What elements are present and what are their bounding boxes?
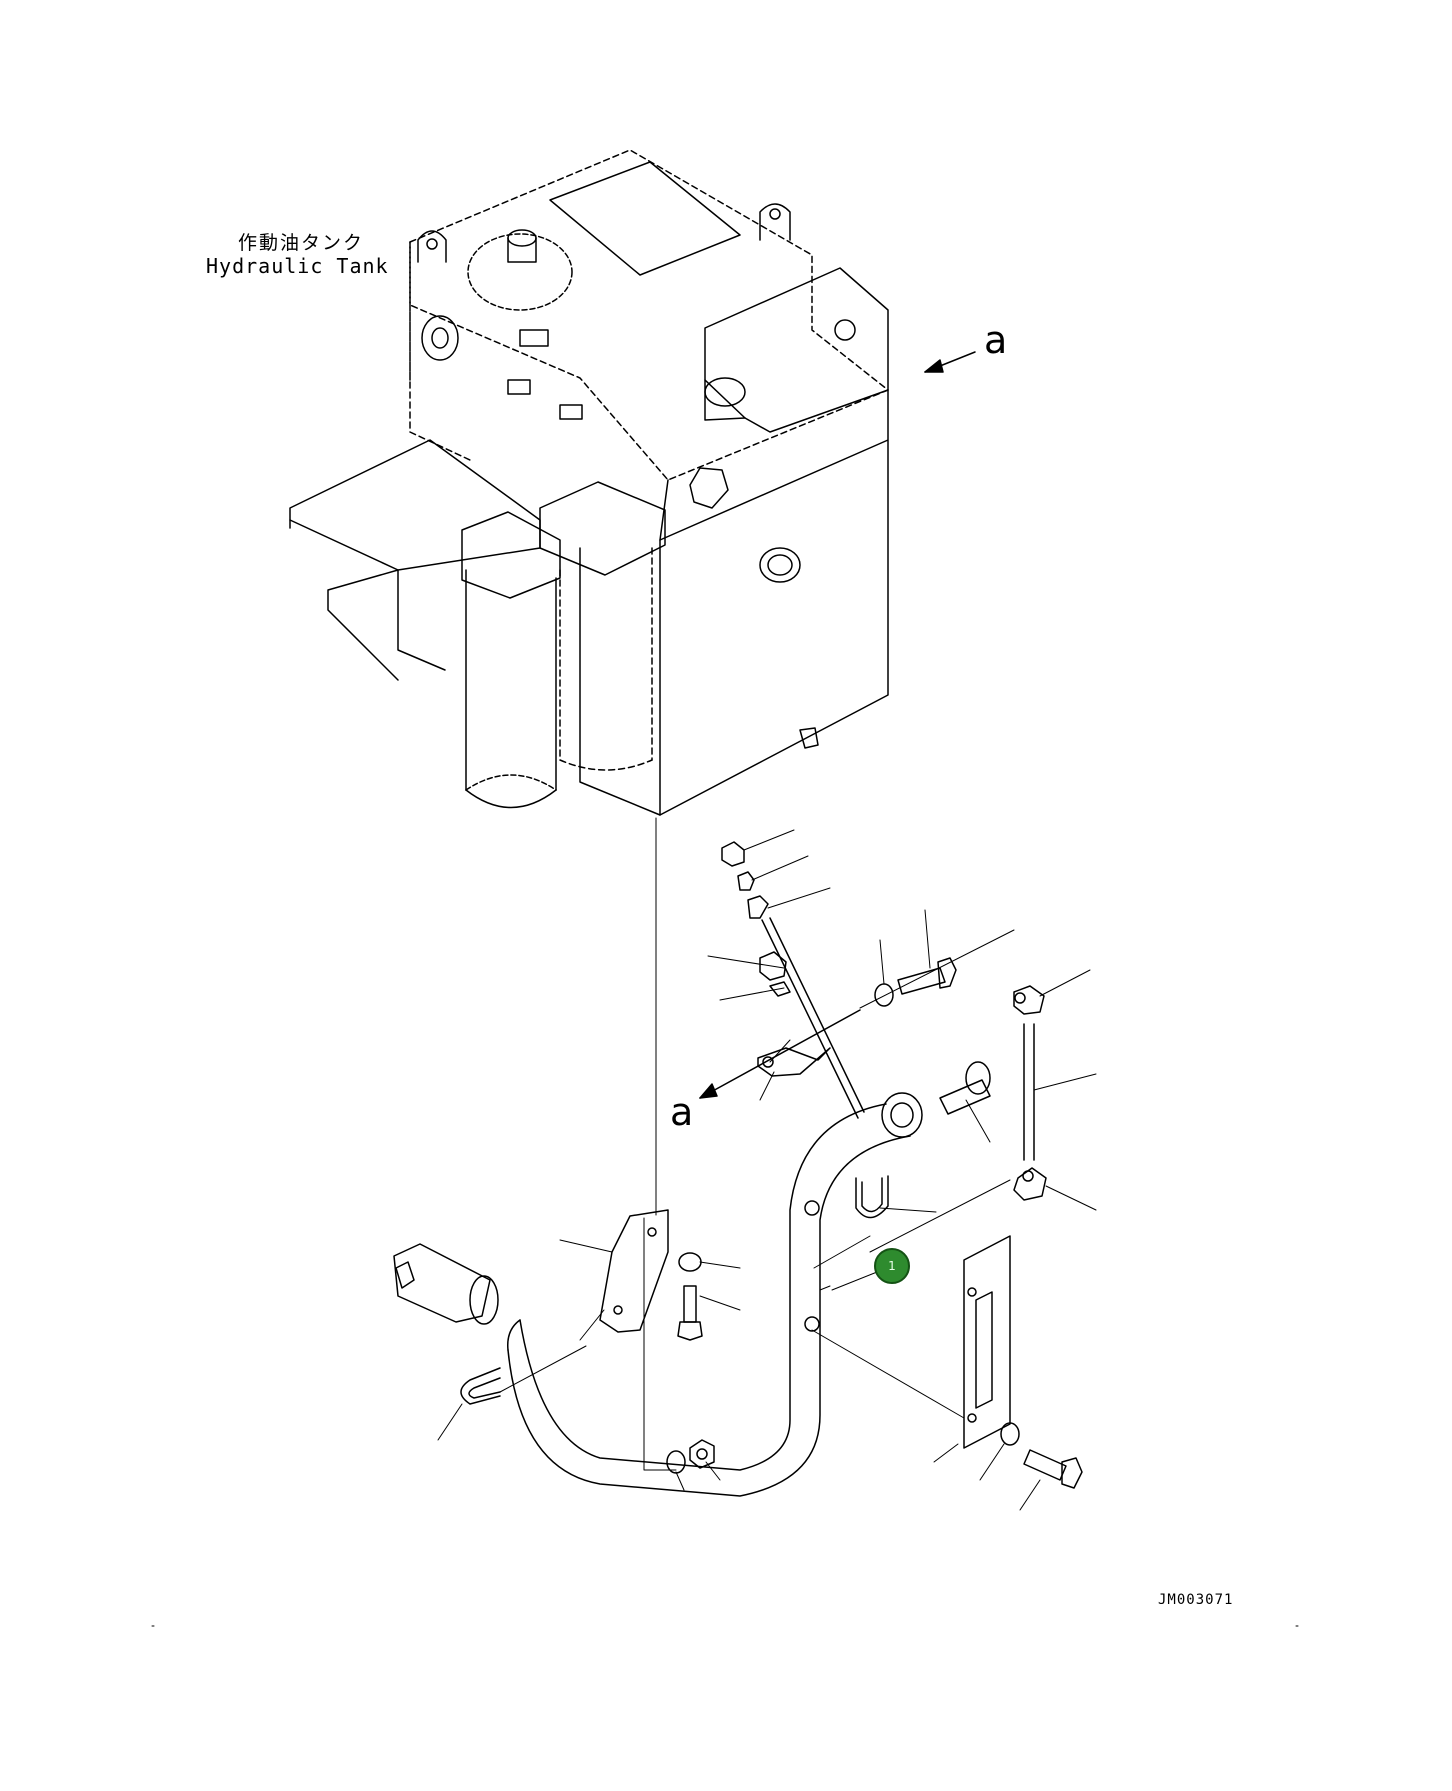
u-bolt-lower (460, 1367, 501, 1405)
level-gauge (759, 547, 801, 583)
elbow-fitting-lower (1013, 1167, 1047, 1201)
lifting-eye-left (417, 230, 447, 263)
hex-nut-2 (759, 951, 787, 981)
filler-cap-top (507, 229, 537, 247)
view-arrow-lower (699, 1009, 861, 1099)
hydraulic-tank (289, 149, 889, 816)
return-filter-left (461, 511, 561, 809)
suction-pipe (507, 1092, 923, 1497)
hose-adapter (939, 1061, 991, 1115)
bolt-plate (1023, 1449, 1083, 1489)
sleeve-1 (737, 871, 755, 891)
u-bolt-upper (855, 1175, 889, 1219)
return-filter-right (539, 481, 666, 771)
drawing-number: JM003071 (1158, 1592, 1234, 1608)
access-cover (549, 161, 741, 276)
pipe-bracket (599, 1209, 669, 1333)
tube-line (761, 917, 865, 1119)
side-port (421, 315, 459, 361)
washer-plate (1000, 1422, 1020, 1446)
breather-housing (704, 267, 889, 433)
top-fitting (689, 467, 729, 509)
view-marker-lower: a (670, 1090, 694, 1134)
tank-label-english: Hydraulic Tank (206, 254, 389, 278)
mounting-plate (289, 439, 541, 571)
elbow-fitting-upper (1013, 985, 1045, 1015)
hose-coupling (393, 1243, 499, 1325)
hex-nut-1 (721, 841, 745, 867)
tank-label-japanese: 作動油タンク (238, 232, 365, 254)
washer-middle (678, 1252, 702, 1272)
lifting-eye-right (759, 203, 791, 241)
filler-cap (467, 233, 573, 311)
drain-boss (799, 727, 819, 749)
tank-top-face (409, 149, 889, 481)
tank-left-face (409, 241, 471, 461)
fitting-stack (721, 841, 865, 1119)
nut-lower (689, 1439, 715, 1469)
bolt-middle (677, 1285, 703, 1341)
leader-lines (437, 829, 1097, 1511)
filter-bracket (327, 569, 446, 681)
pipe-flange (881, 1092, 923, 1138)
union-fitting (747, 895, 769, 919)
part-callout-number: 1 (888, 1259, 896, 1273)
connecting-tube (1023, 1023, 1035, 1161)
view-marker-upper: a (984, 318, 1008, 362)
tank-right-face (659, 389, 889, 816)
washer-upper (874, 983, 894, 1007)
breather-pipe (704, 377, 746, 407)
guard-plate (963, 1235, 1011, 1449)
tank-front-edge (579, 479, 669, 816)
view-arrow-upper (924, 351, 976, 373)
tube-clamp (757, 1047, 831, 1077)
washer-sleeve (769, 981, 791, 997)
part-callout-1[interactable]: 1 (874, 1248, 910, 1284)
bolt-upper (897, 957, 957, 995)
